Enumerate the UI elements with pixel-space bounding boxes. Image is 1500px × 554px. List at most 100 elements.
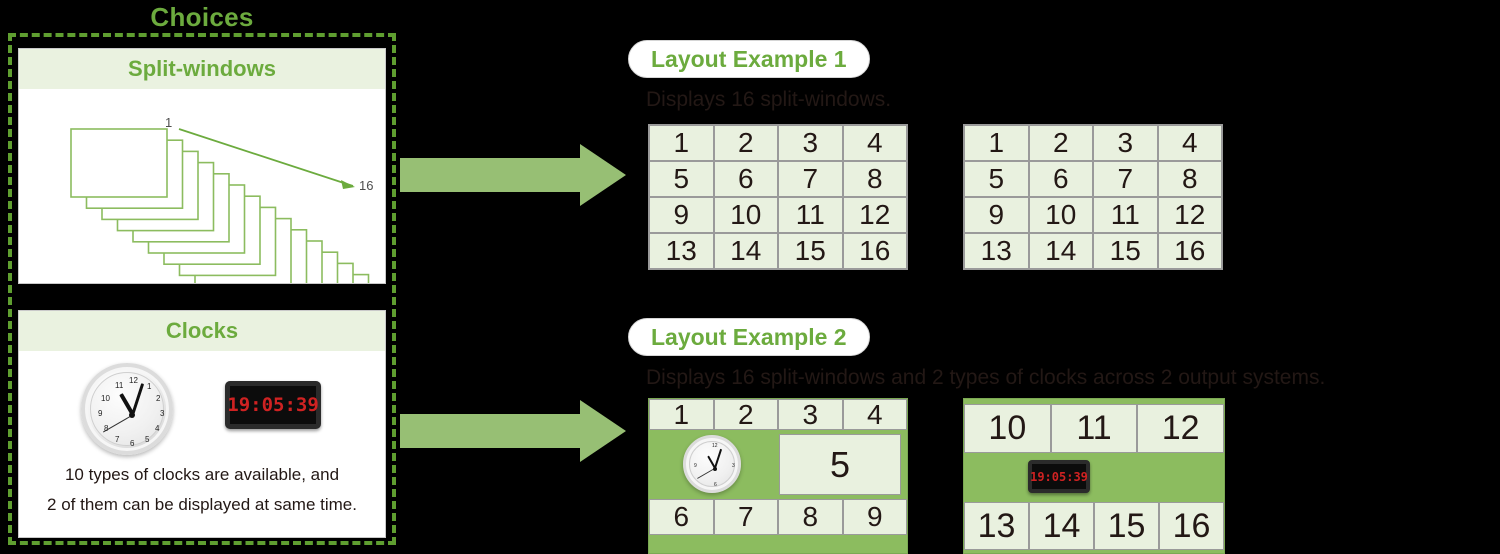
split-windows-illustration: 1 16 bbox=[19, 89, 401, 366]
split-window-cell[interactable]: 11 bbox=[778, 197, 843, 233]
split-window-cell[interactable]: 11 bbox=[1093, 197, 1158, 233]
table-row: 6 7 8 9 bbox=[649, 499, 907, 535]
choices-title: Choices bbox=[150, 2, 254, 32]
clock-center-pin bbox=[129, 412, 135, 418]
split-window-cell[interactable]: 8 bbox=[842, 161, 907, 197]
table-row: 5 6 7 8 bbox=[964, 161, 1222, 197]
split-window-cell[interactable]: 1 bbox=[964, 125, 1029, 161]
analog-clock-icon: 12 1 2 3 4 5 6 7 8 9 10 11 bbox=[81, 363, 173, 455]
split-window-cell[interactable]: 11 bbox=[1050, 404, 1138, 453]
split-window-cell[interactable]: 12 bbox=[1157, 197, 1222, 233]
arrow-head bbox=[580, 144, 626, 206]
split-window-cell[interactable]: 15 bbox=[1093, 233, 1158, 269]
split-window-cell[interactable]: 5 bbox=[964, 161, 1029, 197]
split-window-cell[interactable]: 6 bbox=[649, 499, 714, 535]
clock-number-12: 12 bbox=[129, 376, 138, 385]
split-window-cell[interactable]: 9 bbox=[842, 499, 907, 535]
split-window-cell[interactable]: 8 bbox=[778, 499, 843, 535]
split-window-cell[interactable]: 2 bbox=[1028, 125, 1093, 161]
analog-clock-face: 12 1 2 3 4 5 6 7 8 9 10 11 bbox=[90, 372, 164, 448]
split-window-cell[interactable]: 7 bbox=[713, 499, 778, 535]
split-window-rect bbox=[70, 128, 168, 198]
split-window-cell[interactable]: 9 bbox=[964, 197, 1029, 233]
split-window-cell[interactable]: 4 bbox=[842, 399, 907, 430]
clock-number-5: 5 bbox=[145, 435, 150, 444]
split-window-cell[interactable]: 6 bbox=[1028, 161, 1093, 197]
split-window-cell[interactable]: 7 bbox=[1093, 161, 1158, 197]
table-row: 10 11 12 bbox=[964, 404, 1225, 453]
layout-example-1-output-system-2: 1 2 3 4 5 6 7 8 9 10 11 12 13 14 15 16 bbox=[963, 124, 1223, 270]
split-window-cell[interactable]: 6 bbox=[713, 161, 778, 197]
arrow-to-example-2 bbox=[400, 400, 626, 462]
clock-number-11: 11 bbox=[115, 381, 124, 390]
clocks-note-line-1: 10 types of clocks are available, and bbox=[64, 465, 340, 484]
split-window-cell[interactable]: 4 bbox=[1157, 125, 1222, 161]
digital-clock-icon: 19:05:39 bbox=[225, 381, 321, 429]
layout-example-1-caption: Displays 16 split-windows. bbox=[646, 88, 892, 111]
split-window-cell[interactable]: 12 bbox=[842, 197, 907, 233]
clock-number-10: 10 bbox=[101, 394, 110, 403]
split-window-cell[interactable]: 10 bbox=[1028, 197, 1093, 233]
layout-example-2-output-system-2: 10 11 12 19:05:39 13 14 15 16 bbox=[963, 398, 1225, 554]
layout-example-2-output-system-1: 1 2 3 4 12 3 6 9 5 6 7 8 9 bbox=[648, 398, 908, 554]
split-window-cell[interactable]: 14 bbox=[1029, 502, 1094, 550]
split-window-cell[interactable]: 3 bbox=[778, 399, 843, 430]
table-row: 9 10 11 12 bbox=[964, 197, 1222, 233]
split-window-cell[interactable]: 15 bbox=[778, 233, 843, 269]
clock-number-9: 9 bbox=[98, 409, 103, 418]
split-window-cell[interactable]: 16 bbox=[1157, 233, 1222, 269]
clocks-illustration: 12 1 2 3 4 5 6 7 8 9 10 11 19:05:39 10 t… bbox=[19, 351, 385, 537]
analog-clock-face: 12 3 6 9 bbox=[689, 441, 735, 488]
split-window-cell[interactable]: 13 bbox=[649, 233, 714, 269]
split-window-cell[interactable]: 4 bbox=[842, 125, 907, 161]
split-window-cell[interactable]: 13 bbox=[964, 233, 1029, 269]
clock-band: 19:05:39 bbox=[964, 453, 1224, 502]
arrow-head bbox=[580, 400, 626, 462]
split-window-cell[interactable]: 13 bbox=[964, 502, 1029, 550]
split-windows-stack-svg bbox=[70, 128, 401, 366]
table-row: 5 6 7 8 bbox=[649, 161, 907, 197]
clocks-note-line-2: 2 of them can be displayed at same time. bbox=[47, 495, 357, 514]
table-row: 1 2 3 4 bbox=[964, 125, 1222, 161]
clock-minute-hand bbox=[131, 383, 145, 416]
split-window-cell[interactable]: 10 bbox=[964, 404, 1051, 453]
split-window-cell[interactable]: 7 bbox=[778, 161, 843, 197]
split-window-cell[interactable]: 2 bbox=[713, 125, 778, 161]
split-window-cell[interactable]: 10 bbox=[713, 197, 778, 233]
split-window-cell[interactable]: 2 bbox=[713, 399, 778, 430]
split-window-cell[interactable]: 5 bbox=[649, 161, 714, 197]
split-window-cell-large[interactable]: 5 bbox=[779, 434, 901, 495]
split-window-cell[interactable]: 1 bbox=[649, 399, 714, 430]
split-window-cell[interactable]: 16 bbox=[842, 233, 907, 269]
split-window-cell[interactable]: 3 bbox=[778, 125, 843, 161]
clocks-card: Clocks 12 1 2 3 4 5 6 7 8 9 10 11 bbox=[18, 310, 386, 538]
clock-number-12: 12 bbox=[712, 443, 718, 449]
split-window-cell[interactable]: 1 bbox=[649, 125, 714, 161]
clock-minute-hand bbox=[714, 448, 723, 469]
split-window-cell[interactable]: 8 bbox=[1157, 161, 1222, 197]
clock-number-2: 2 bbox=[156, 394, 161, 403]
analog-clock-icon[interactable]: 12 3 6 9 bbox=[683, 435, 741, 493]
split-window-cell[interactable]: 16 bbox=[1159, 502, 1224, 550]
clock-number-9: 9 bbox=[694, 463, 697, 469]
arrow-shaft bbox=[400, 414, 586, 448]
layout-example-2-caption: Displays 16 split-windows and 2 types of… bbox=[646, 366, 1326, 389]
split-window-cell[interactable]: 3 bbox=[1093, 125, 1158, 161]
digital-clock-time: 19:05:39 bbox=[1030, 469, 1088, 484]
layout-example-2-badge: Layout Example 2 bbox=[628, 318, 870, 356]
table-row: 13 14 15 16 bbox=[964, 502, 1224, 550]
split-window-cell[interactable]: 9 bbox=[649, 197, 714, 233]
split-window-cell[interactable]: 15 bbox=[1094, 502, 1159, 550]
clock-number-7: 7 bbox=[115, 435, 120, 444]
digital-clock-icon[interactable]: 19:05:39 bbox=[1028, 460, 1090, 493]
split-windows-card-title: Split-windows bbox=[19, 49, 385, 89]
split-window-cell[interactable]: 14 bbox=[713, 233, 778, 269]
table-row: 1 2 3 4 bbox=[649, 125, 907, 161]
clock-number-3: 3 bbox=[732, 463, 735, 469]
split-window-cell[interactable]: 12 bbox=[1137, 404, 1225, 453]
arrow-shaft bbox=[400, 158, 586, 192]
stack-label-first: 1 bbox=[165, 115, 173, 130]
clock-number-4: 4 bbox=[155, 424, 160, 433]
layout-example-2-badge-label: Layout Example 2 bbox=[651, 323, 847, 350]
split-window-cell[interactable]: 14 bbox=[1028, 233, 1093, 269]
